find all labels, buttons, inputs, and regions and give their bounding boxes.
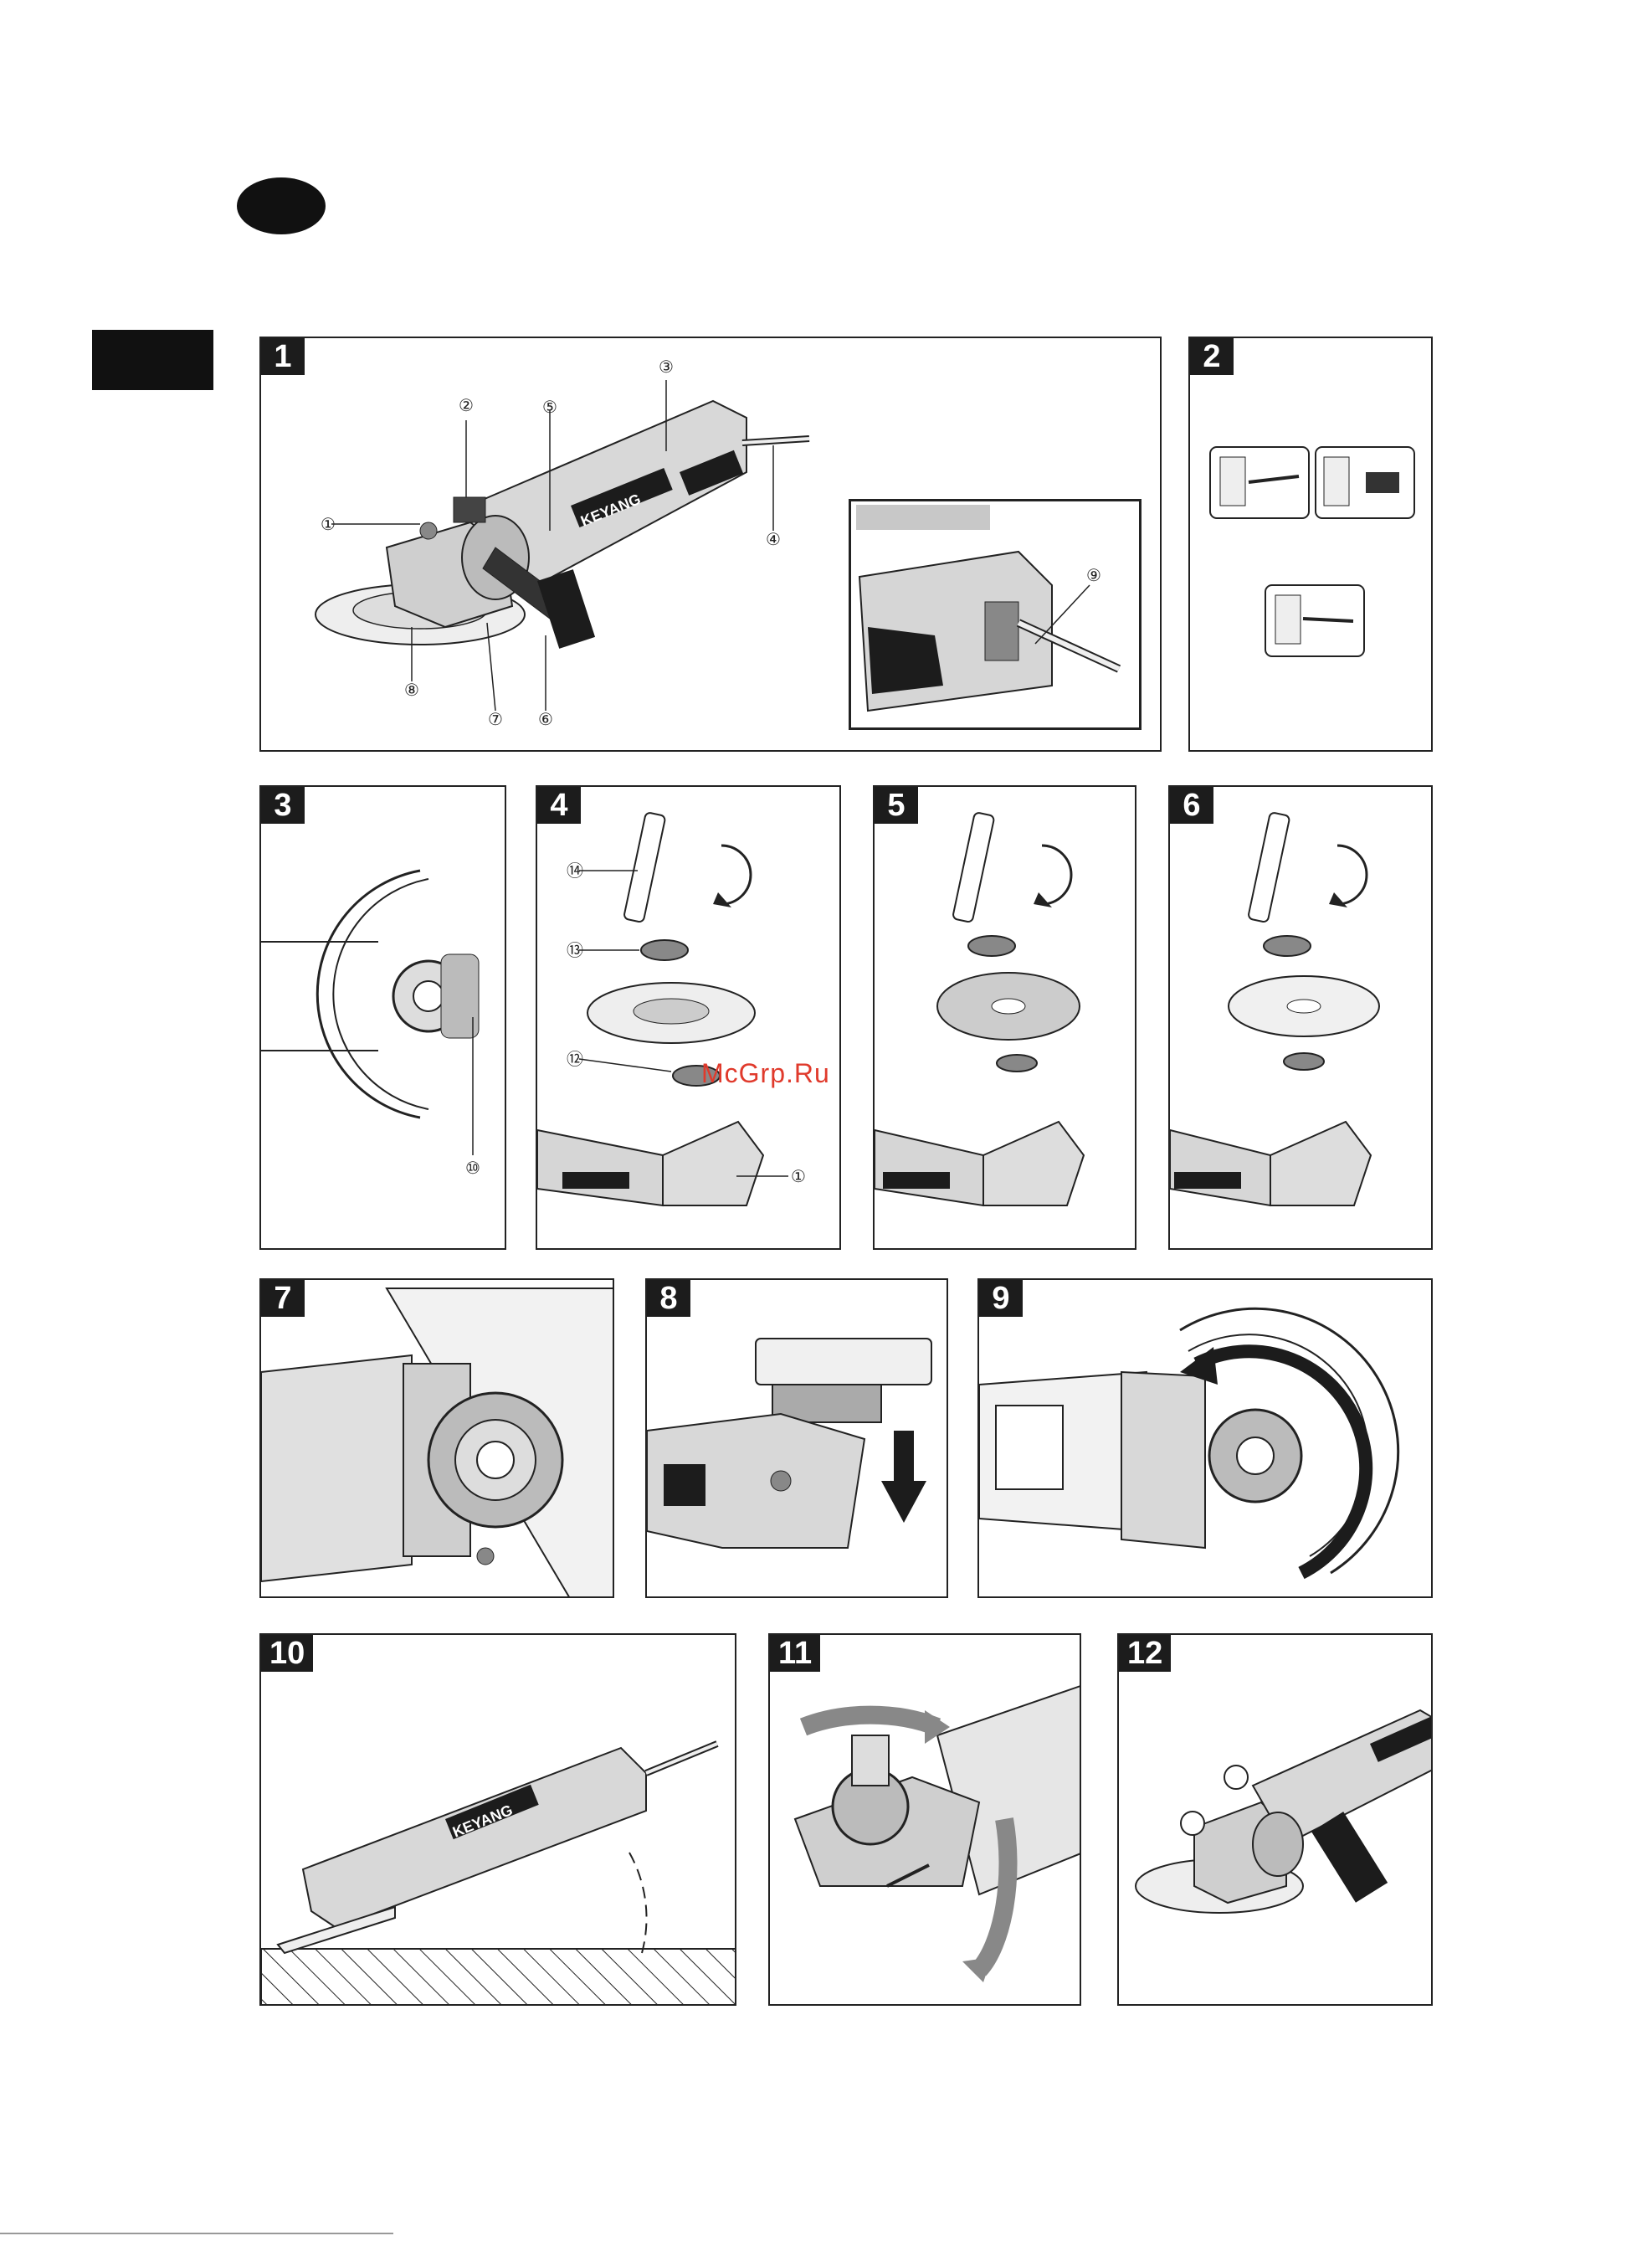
callout-12: ⑫ <box>567 1049 583 1069</box>
callout-5: ⑤ <box>542 397 557 417</box>
callout-1: ① <box>321 514 336 534</box>
callout-7: ⑦ <box>488 709 503 729</box>
grinder-ready-drawing <box>1119 1635 1433 2006</box>
figure-panel-3: 3 ⑩ <box>259 785 506 1250</box>
callout-10: ⑩ <box>465 1158 480 1178</box>
rear-detail-drawing: ⑨ <box>851 501 1139 727</box>
detail-inset: ⑨ <box>849 499 1142 730</box>
callout-6: ⑥ <box>538 709 553 729</box>
figure-panel-12: 12 <box>1117 1633 1433 2006</box>
callout-13: ⑬ <box>567 940 583 960</box>
callout-8: ⑧ <box>404 680 419 700</box>
callout-1: ① <box>791 1166 806 1186</box>
guard-adjust-drawing <box>261 1280 614 1598</box>
figure-panel-4: 4 ⑭ ⑬ ⑫ ① <box>536 785 841 1250</box>
diamond-blade-assembly-drawing <box>1170 787 1433 1250</box>
figure-panel-1: 1 KEYANG ① ② ③ ④ ⑤ ⑥ ⑦ <box>259 337 1162 752</box>
figure-panel-11: 11 <box>768 1633 1081 2006</box>
figure-panel-7: 7 <box>259 1278 614 1598</box>
guard-rotate-drawing <box>979 1280 1433 1598</box>
black-oval-marker <box>237 177 326 234</box>
power-outlets-drawing <box>1190 338 1433 752</box>
figure-panel-5: 5 <box>873 785 1136 1250</box>
grinding-angle-drawing: KEYANG <box>261 1635 736 2006</box>
callout-14: ⑭ <box>567 861 583 881</box>
spindle-lock-drawing <box>647 1280 948 1598</box>
figure-panel-9: 9 <box>977 1278 1433 1598</box>
figure-panel-8: 8 <box>645 1278 948 1598</box>
figure-panel-2: 2 <box>1188 337 1433 752</box>
wire-brush-assembly-drawing <box>875 787 1136 1250</box>
callout-2: ② <box>459 395 474 415</box>
callout-3: ③ <box>659 357 674 377</box>
callout-9: ⑨ <box>1086 565 1101 585</box>
black-side-tab <box>92 330 213 390</box>
watermark: McGrp.Ru <box>701 1058 830 1089</box>
footer-rule <box>0 2233 393 2234</box>
figure-panel-6: 6 <box>1168 785 1433 1250</box>
guard-removal-drawing <box>770 1635 1081 2006</box>
figure-panel-10: 10 KEYANG <box>259 1633 736 2006</box>
guard-view-drawing: ⑩ <box>261 787 506 1250</box>
callout-4: ④ <box>766 529 781 549</box>
disc-assembly-drawing: ⑭ ⑬ ⑫ ① <box>537 787 841 1250</box>
